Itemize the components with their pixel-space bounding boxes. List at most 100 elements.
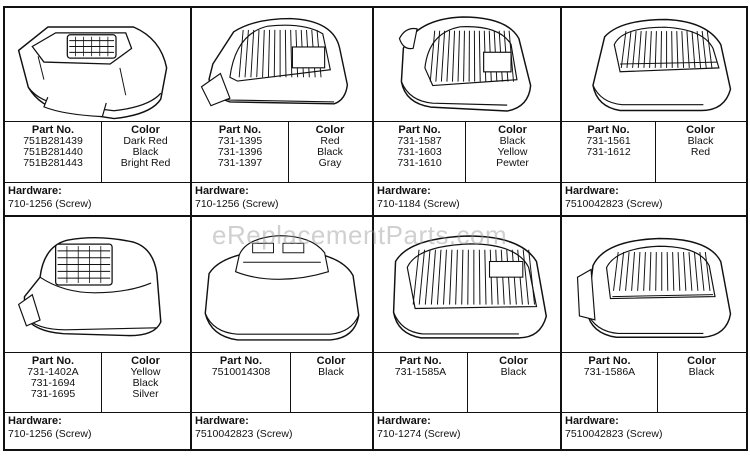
part-number: 731-1612 xyxy=(586,146,631,158)
part-no-header: Part No. xyxy=(219,355,263,367)
part-number: 731-1694 xyxy=(30,377,76,389)
mower-cover-drawing xyxy=(392,235,548,339)
color-header: Color xyxy=(131,355,160,367)
part-number: 731-1587 xyxy=(397,135,442,147)
hardware-value: 710-1256 (Screw) xyxy=(8,428,92,440)
part-cell-3: Part No. Color 731-1587 Black 731-1603 Y… xyxy=(372,6,562,217)
part-color: Black xyxy=(132,377,159,389)
hardware-value: 7510042823 (Screw) xyxy=(195,428,293,440)
table-row: 731-1694 Black xyxy=(5,378,190,389)
part-color: Yellow xyxy=(497,146,528,158)
table-row: 731-1603 Yellow xyxy=(374,147,560,158)
table-row: 751B281439 Dark Red xyxy=(5,136,190,147)
part-color: Pewter xyxy=(496,157,529,169)
hardware-label: Hardware: xyxy=(8,415,62,427)
table-row: 751B281443 Bright Red xyxy=(5,158,190,169)
table-row: 731-1695 Silver xyxy=(5,389,190,400)
table-row: 731-1586A Black xyxy=(562,367,746,378)
hardware-label: Hardware: xyxy=(195,415,249,427)
hardware-value: 7510042823 (Screw) xyxy=(565,428,663,440)
color-header: Color xyxy=(131,124,160,136)
part-color: Yellow xyxy=(130,366,161,378)
table-header-row: Part No. Color xyxy=(5,123,190,136)
part-number: 731-1695 xyxy=(30,388,76,400)
part-table: Part No. Color 731-1587 Black 731-1603 Y… xyxy=(374,123,560,169)
mower-cover-drawing xyxy=(17,236,162,337)
mower-cover-drawing xyxy=(576,237,732,339)
part-color: Black xyxy=(688,366,715,378)
table-top-rule xyxy=(192,121,372,122)
table-row: 731-1395 Red xyxy=(192,136,372,147)
part-number: 731-1397 xyxy=(217,157,263,169)
part-number: 7510014308 xyxy=(211,366,271,378)
part-no-header: Part No. xyxy=(588,355,631,367)
part-color: Red xyxy=(320,135,340,147)
color-header: Color xyxy=(315,124,345,136)
part-no-header: Part No. xyxy=(398,124,441,136)
color-header: Color xyxy=(499,355,528,367)
part-color: Black xyxy=(317,146,343,158)
part-number: 731-1396 xyxy=(217,146,263,158)
column-divider xyxy=(655,121,656,182)
table-row: 731-1561 Black xyxy=(562,136,746,147)
table-header-row: Part No. Color xyxy=(374,354,560,367)
column-divider xyxy=(657,352,658,412)
hardware-value: 710-1256 (Screw) xyxy=(8,198,92,210)
part-table: Part No. Color 731-1402A Yellow 731-1694… xyxy=(5,354,190,400)
part-number: 751B281440 xyxy=(23,146,83,158)
hardware-rule xyxy=(562,412,746,413)
table-top-rule xyxy=(562,121,746,122)
table-header-row: Part No. Color xyxy=(374,123,560,136)
mower-cover-drawing xyxy=(200,17,349,107)
column-divider xyxy=(101,352,102,412)
table-row: 731-1587 Black xyxy=(374,136,560,147)
part-cell-1: Part No. Color 751B281439 Dark Red 751B2… xyxy=(3,6,192,217)
hardware-label: Hardware: xyxy=(8,185,62,197)
part-number: 751B281439 xyxy=(23,135,83,147)
part-color: Dark Red xyxy=(123,135,168,147)
hardware-label: Hardware: xyxy=(195,185,249,197)
table-row: 751B281440 Black xyxy=(5,147,190,158)
part-color: Black xyxy=(687,135,714,147)
part-table: Part No. Color 751B281439 Dark Red 751B2… xyxy=(5,123,190,169)
hardware-label: Hardware: xyxy=(565,185,619,197)
hardware-value: 710-1274 (Screw) xyxy=(377,428,461,440)
table-row: 731-1612 Red xyxy=(562,147,746,158)
hardware-rule xyxy=(192,182,372,183)
part-color: Black xyxy=(500,366,527,378)
part-number: 731-1395 xyxy=(217,135,263,147)
part-color: Bright Red xyxy=(120,157,171,169)
hardware-rule xyxy=(5,182,190,183)
part-color: Black xyxy=(132,146,159,158)
part-table: Part No. Color 7510014308 Black xyxy=(192,354,372,378)
table-header-row: Part No. Color xyxy=(562,354,746,367)
part-number: 731-1603 xyxy=(397,146,442,158)
table-row: 731-1402A Yellow xyxy=(5,367,190,378)
color-header: Color xyxy=(686,124,715,136)
part-no-header: Part No. xyxy=(399,355,442,367)
part-number: 731-1402A xyxy=(27,366,79,378)
mower-cover-drawing xyxy=(17,26,168,120)
part-no-header: Part No. xyxy=(587,124,630,136)
hardware-rule xyxy=(5,412,190,413)
part-no-header: Part No. xyxy=(31,124,75,136)
part-cell-5: Part No. Color 731-1402A Yellow 731-1694… xyxy=(3,215,192,451)
part-table: Part No. Color 731-1586A Black xyxy=(562,354,746,378)
table-top-rule xyxy=(5,352,190,353)
table-top-rule xyxy=(5,121,190,122)
table-header-row: Part No. Color xyxy=(562,123,746,136)
part-color: Red xyxy=(690,146,711,158)
mower-cover-drawing xyxy=(592,18,732,112)
hardware-rule xyxy=(562,182,746,183)
table-top-rule xyxy=(562,352,746,353)
table-header-row: Part No. Color xyxy=(192,123,372,136)
part-color: Black xyxy=(499,135,526,147)
hardware-value: 710-1256 (Screw) xyxy=(195,198,279,210)
mower-cover-drawing xyxy=(398,16,532,112)
part-number: 751B281443 xyxy=(23,157,83,169)
column-divider xyxy=(467,352,468,412)
part-cell-2: Part No. Color 731-1395 Red 731-1396 Bla… xyxy=(190,6,374,217)
color-header: Color xyxy=(498,124,527,136)
